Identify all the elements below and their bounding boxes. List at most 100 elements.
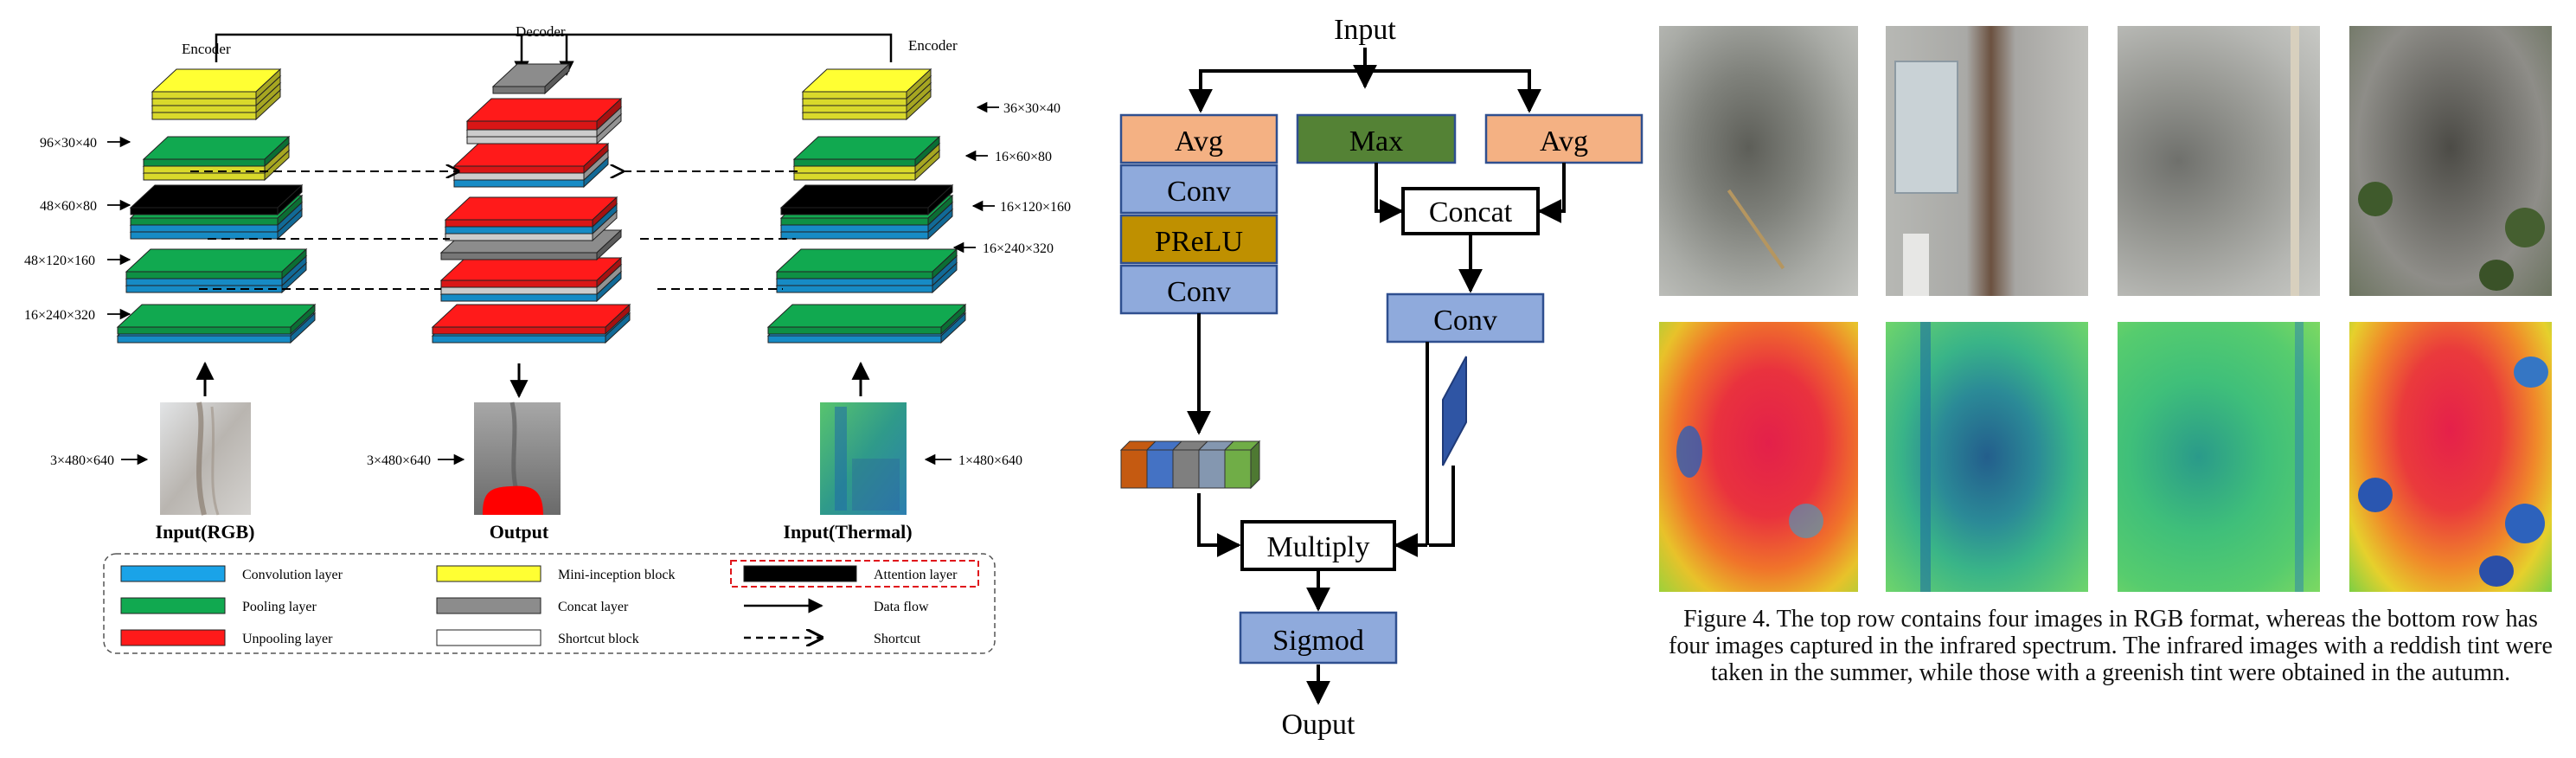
infrared-photo-1 (1659, 322, 1858, 592)
dim-label: 1×480×640 (958, 453, 1022, 468)
legend-label: Mini-inception block (558, 568, 676, 582)
panel-attention-flow: Input Avg Conv PReLU Conv Max Avg Concat… (1119, 14, 1644, 741)
rgb-photo-2 (1886, 26, 2088, 296)
pooling-layer (116, 303, 317, 336)
output-caption: Output (490, 521, 549, 543)
output-crack-mask (483, 485, 543, 515)
flow-line (1197, 493, 1241, 557)
left-dimension-labels: 96×30×40 48×60×80 48×120×160 16×240×320 (24, 136, 131, 323)
legend-label: Convolution layer (242, 568, 343, 582)
legend-swatch (436, 629, 541, 646)
infrared-photo-3 (2118, 322, 2320, 592)
encoder-left-label: Encoder (182, 41, 231, 57)
dim-label: 48×60×80 (40, 199, 97, 214)
multiply-box (1240, 520, 1396, 571)
pooling-layer (125, 247, 308, 280)
concat-box (1401, 187, 1540, 235)
decoder-stack (431, 62, 631, 344)
right-dimension-labels: 36×30×40 16×60×80 16×120×160 16×240×320 (952, 101, 1071, 256)
rgb-photo-3 (2118, 26, 2320, 296)
legend-item: Shortcut (744, 632, 921, 646)
legend-swatch (120, 629, 226, 646)
sigmod-box (1239, 611, 1398, 665)
unpooling-layer (444, 196, 618, 228)
legend-item: Unpooling layer (120, 629, 333, 646)
vector-cube (1223, 440, 1261, 490)
flow-line (1429, 466, 1455, 547)
pooling-layer (142, 135, 291, 168)
max-box (1296, 113, 1457, 164)
flow-input-label: Input (1334, 14, 1396, 46)
sigmod-label: Sigmod (1272, 625, 1364, 657)
dim-label: 16×60×80 (995, 150, 1052, 164)
attention-layer (129, 183, 304, 216)
infrared-photo-2 (1886, 322, 2088, 592)
legend-label: Shortcut block (558, 632, 639, 646)
pooling-layer (766, 303, 967, 336)
encoder-rgb-stack (116, 67, 317, 344)
dim-label: 16×240×320 (983, 241, 1054, 256)
decoder-label: Decoder (516, 23, 566, 40)
figure-caption: Figure 4. The top row contains four imag… (1669, 606, 2553, 686)
multiply-label: Multiply (1266, 531, 1369, 563)
encoder-thermal-stack (766, 67, 967, 344)
legend-swatch (743, 565, 857, 582)
vector-cube (1197, 440, 1235, 489)
unpooling-layer (465, 97, 623, 132)
conv1-label: Conv (1167, 176, 1231, 208)
legend-swatch (120, 565, 226, 582)
dim-label: 3×480×640 (367, 453, 431, 468)
dim-label: 16×120×160 (1000, 200, 1071, 215)
rgb-photo-1 (1659, 26, 1858, 296)
legend-label: Data flow (874, 600, 929, 614)
conv3-label: Conv (1433, 305, 1497, 337)
input-thermal-image (820, 402, 907, 515)
input-dimension-labels: 3×480×640 3×480×640 1×480×640 (50, 453, 1022, 468)
conv-box-1 (1119, 164, 1278, 215)
legend-label: Attention layer (874, 568, 958, 582)
legend-label: Unpooling layer (242, 632, 333, 646)
legend-swatch (436, 597, 541, 614)
attention-layer (779, 183, 954, 216)
conv-box-2 (1119, 264, 1278, 315)
input-rgb-caption: Input(RGB) (156, 521, 255, 543)
unpooling-layer (439, 256, 623, 289)
legend-items: Convolution layer Mini-inception block Att… (120, 565, 958, 646)
legend-item: Convolution layer (120, 565, 343, 582)
unpooling-layer (452, 142, 610, 175)
avg-box-left (1119, 113, 1278, 164)
concat-layer (491, 62, 571, 95)
input-rgb-image (160, 401, 251, 516)
legend-item: Pooling layer (120, 597, 317, 614)
flow-output-label: Ouput (1282, 709, 1356, 741)
attention-highlight (730, 560, 979, 588)
mini-inception-block (801, 67, 932, 100)
legend-label: Shortcut (874, 632, 921, 646)
dim-label: 48×120×160 (24, 254, 95, 268)
avg-left-label: Avg (1175, 125, 1223, 157)
legend-label: Pooling layer (242, 600, 317, 614)
dim-label: 3×480×640 (50, 453, 114, 468)
mini-inception-block (151, 67, 282, 100)
pooling-layer (775, 247, 958, 280)
dim-label: 36×30×40 (1003, 101, 1061, 116)
shortcut-lines (190, 171, 800, 290)
concat-label: Concat (1429, 196, 1513, 228)
encoder-top-connector (215, 33, 893, 62)
avg-box-right (1484, 113, 1644, 164)
output-image (474, 401, 561, 515)
max-label: Max (1349, 125, 1403, 157)
legend-swatch (120, 597, 226, 614)
prelu-box (1119, 214, 1278, 265)
unpooling-layer (431, 303, 631, 336)
rgb-photo-4 (2349, 26, 2552, 296)
prelu-label: PReLU (1155, 226, 1243, 258)
flow-line (1537, 163, 1566, 223)
channel-weight-vector (1119, 440, 1261, 490)
legend-item: Attention layer (743, 565, 958, 582)
legend-frame (103, 553, 996, 654)
pooling-layer (792, 135, 941, 168)
legend-item: Data flow (744, 598, 929, 614)
dim-label: 16×240×320 (24, 308, 95, 323)
